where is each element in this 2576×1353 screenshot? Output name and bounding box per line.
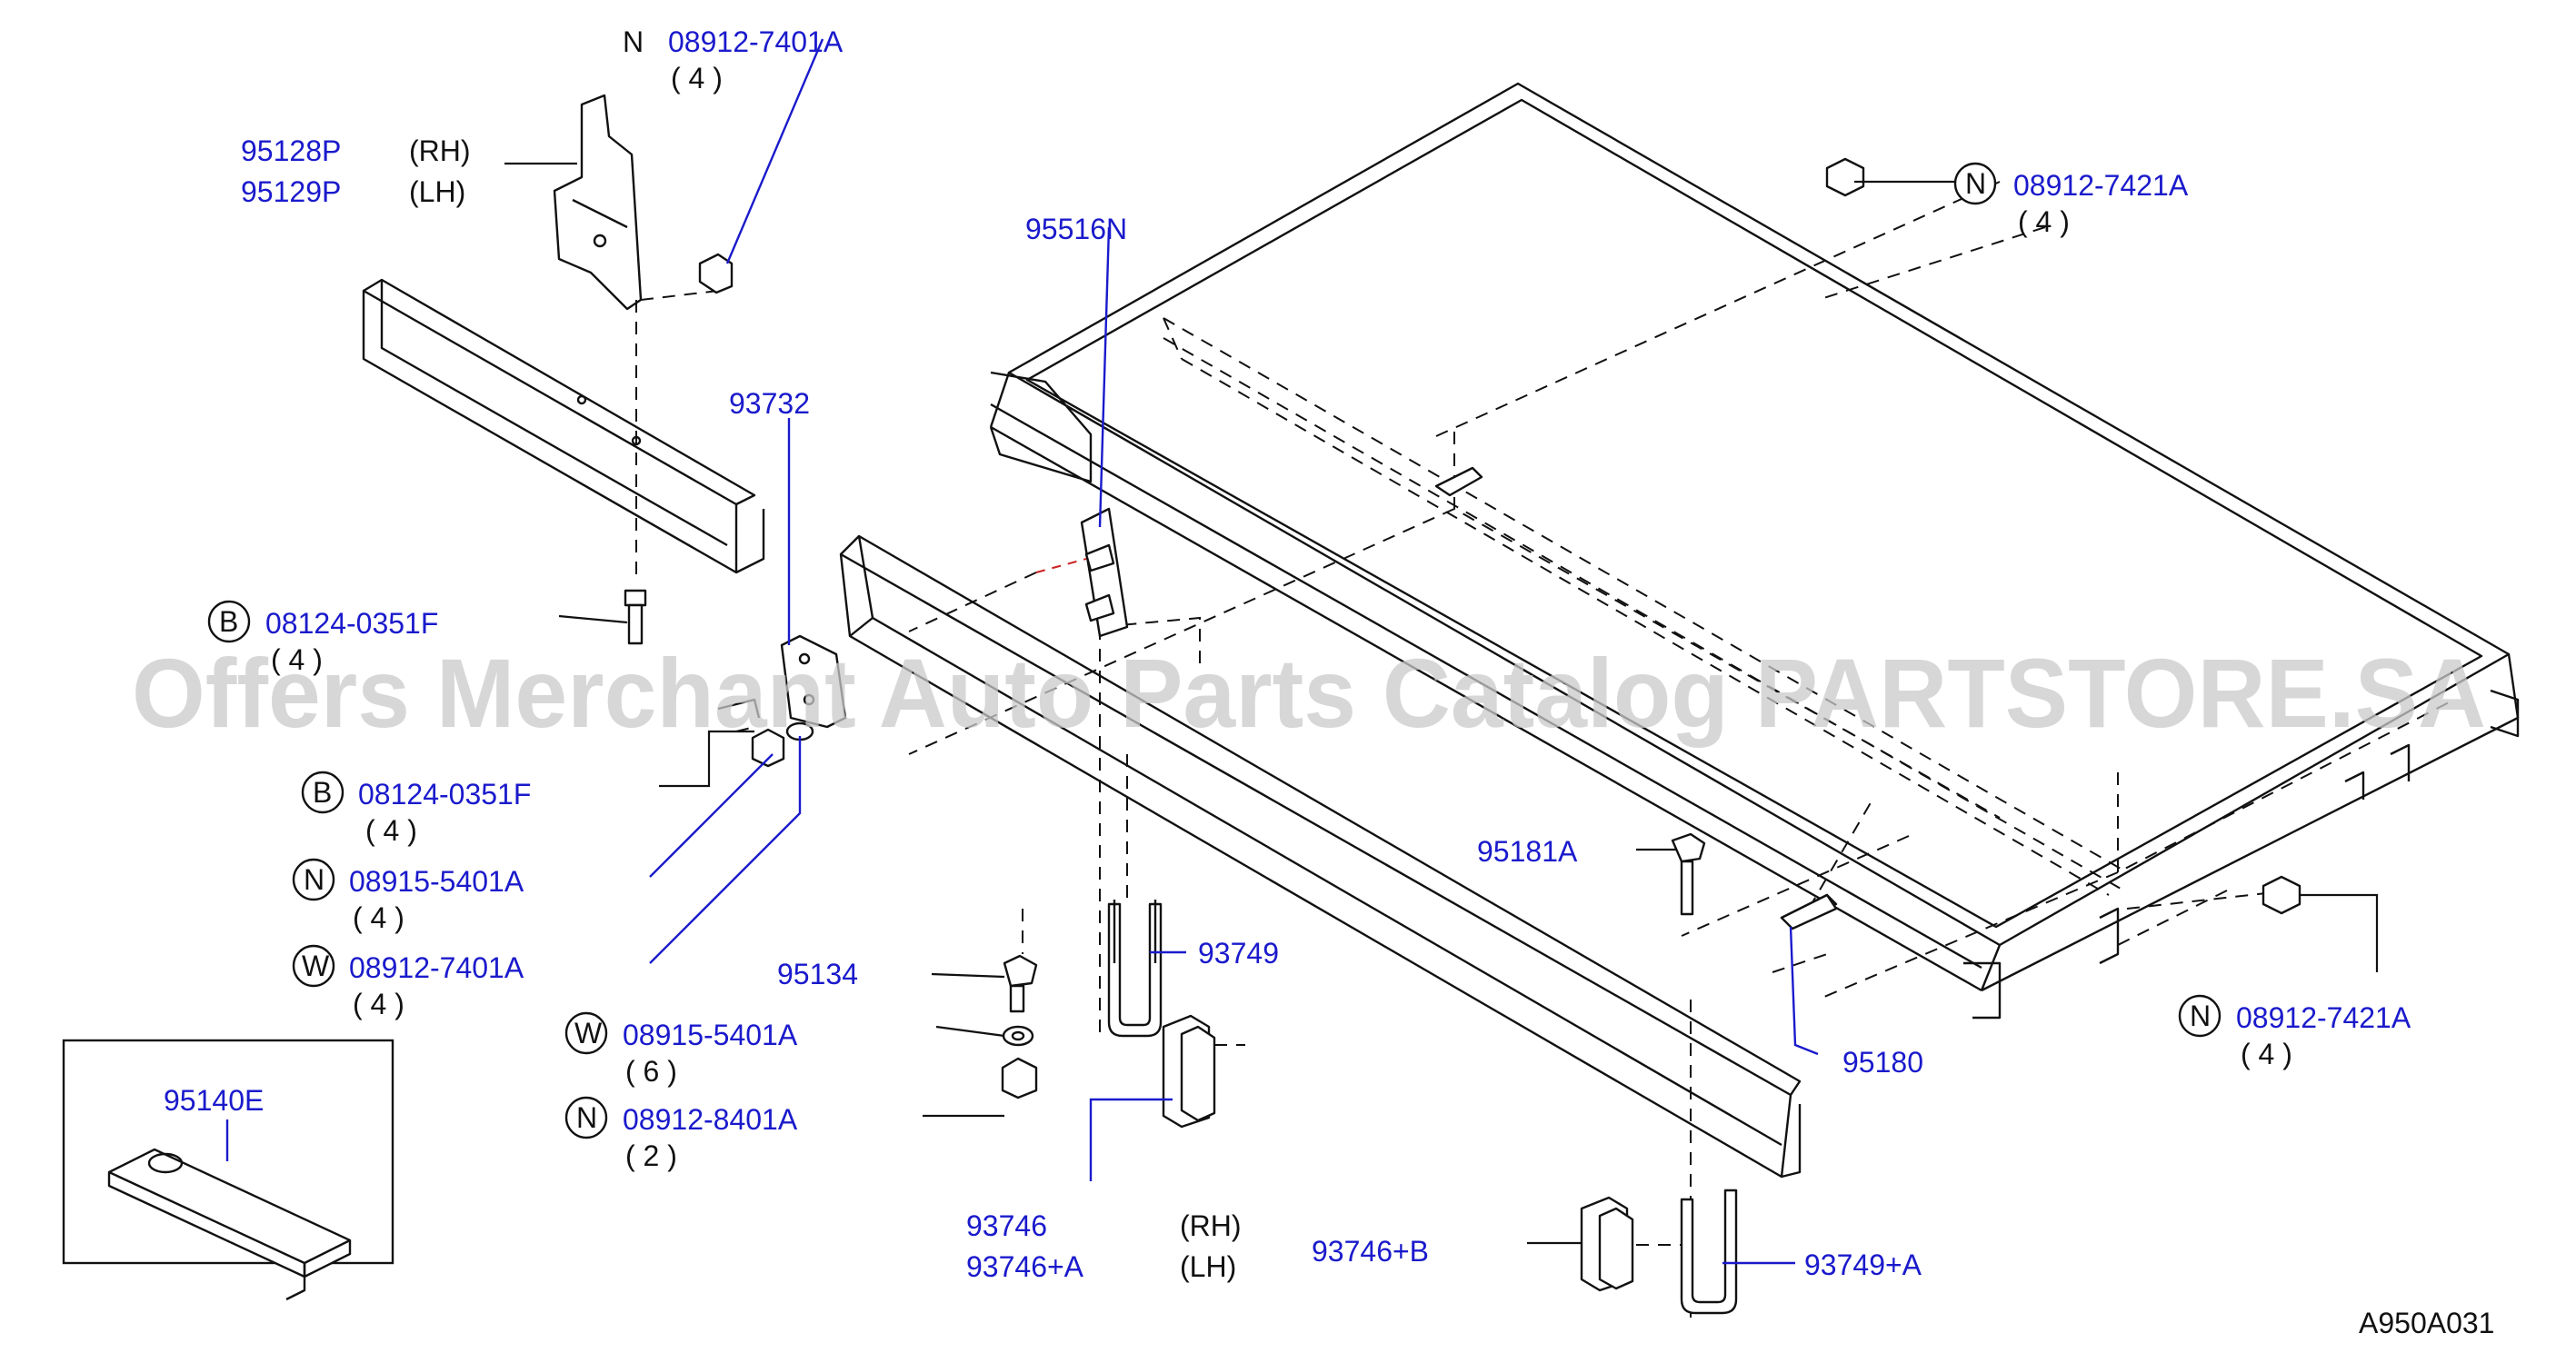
badge-c16 bbox=[2178, 994, 2222, 1038]
c1-qty: ( 4 ) bbox=[671, 62, 723, 95]
badge-c9 bbox=[292, 944, 335, 988]
bolt-95181a-drawing bbox=[1671, 832, 1706, 916]
diagram-reference: A950A031 bbox=[2359, 1307, 2494, 1339]
nut-08912-7421a-top-drawing bbox=[1825, 157, 1865, 197]
nut-08912-7421a-right-drawing bbox=[2261, 875, 2301, 915]
bolt-08124-0351f-drawing bbox=[624, 589, 647, 645]
c9-badge: W bbox=[302, 950, 330, 982]
c18-code1[interactable]: 93746 bbox=[966, 1209, 1047, 1242]
clip-93746b-drawing bbox=[1580, 1196, 1634, 1292]
c2-side2: (LH) bbox=[409, 175, 465, 208]
washer-08915-5401a-drawing bbox=[1002, 1025, 1034, 1047]
c1-code[interactable]: 08912-7401A bbox=[668, 25, 844, 58]
badge-c7 bbox=[301, 771, 344, 814]
c13-code[interactable]: 08915-5401A bbox=[623, 1019, 798, 1051]
deck-panel-drawing bbox=[908, 82, 2520, 1327]
plate-93732-drawing bbox=[624, 589, 847, 768]
c5-code[interactable]: 93732 bbox=[729, 387, 810, 420]
bracket-95516n-drawing bbox=[908, 507, 1129, 638]
watermark: Offers Merchant Auto Parts Catalog PARTS… bbox=[132, 638, 2486, 748]
c1-badge: N bbox=[623, 25, 644, 58]
c4-code[interactable]: 95516N bbox=[1025, 213, 1127, 245]
u-bolt-93749a-drawing bbox=[1636, 1189, 1738, 1315]
c16-badge: N bbox=[2190, 1000, 2211, 1032]
c8-code[interactable]: 08915-5401A bbox=[349, 865, 524, 898]
bracket-95128p-drawing bbox=[553, 94, 734, 582]
c18-side1: (RH) bbox=[1180, 1209, 1242, 1242]
bolt-95134-drawing bbox=[1003, 954, 1038, 1013]
c15-code[interactable]: 95180 bbox=[1842, 1046, 1923, 1079]
c9-code[interactable]: 08912-7401A bbox=[349, 951, 524, 984]
c7-badge: B bbox=[313, 776, 332, 809]
c3-code[interactable]: 08912-7421A bbox=[2013, 169, 2189, 202]
badge-c13 bbox=[564, 1011, 608, 1055]
nut-08912-8401a-drawing bbox=[1001, 1057, 1038, 1099]
c7-qty: ( 4 ) bbox=[365, 814, 417, 847]
front-rail-drawing bbox=[839, 534, 1802, 1179]
c6-qty: ( 4 ) bbox=[271, 643, 323, 676]
c20-code[interactable]: 93749+A bbox=[1804, 1249, 1922, 1281]
c7-code[interactable]: 08124-0351F bbox=[358, 778, 531, 811]
c2-code2[interactable]: 95129P bbox=[241, 175, 341, 208]
c19-code[interactable]: 93746+B bbox=[1312, 1235, 1429, 1268]
c18-side2: (LH) bbox=[1180, 1250, 1236, 1283]
badge-c8 bbox=[292, 858, 335, 901]
badge-c14 bbox=[564, 1096, 608, 1139]
nut-08915-5401a-drawing bbox=[751, 728, 785, 768]
c18-code2[interactable]: 93746+A bbox=[966, 1250, 1084, 1283]
leader-lines bbox=[225, 38, 2379, 1265]
c14-code[interactable]: 08912-8401A bbox=[623, 1103, 798, 1136]
c13-badge: W bbox=[574, 1017, 603, 1050]
c11-code[interactable]: 95134 bbox=[777, 958, 858, 990]
c10-code[interactable]: 95181A bbox=[1477, 835, 1578, 868]
inset-box bbox=[62, 1039, 394, 1301]
nut-08912-7401a-drawing bbox=[698, 253, 734, 294]
c12-code[interactable]: 93749 bbox=[1198, 937, 1279, 970]
u-bolt-93749-drawing bbox=[1107, 754, 1163, 1038]
c14-qty: ( 2 ) bbox=[625, 1139, 677, 1172]
c17-code[interactable]: 95140E bbox=[164, 1084, 264, 1117]
c6-code[interactable]: 08124-0351F bbox=[265, 607, 438, 640]
c8-qty: ( 4 ) bbox=[353, 901, 404, 934]
fasteners-95134-drawing bbox=[1001, 909, 1038, 1099]
c16-code[interactable]: 08912-7421A bbox=[2236, 1001, 2411, 1034]
c13-qty: ( 6 ) bbox=[625, 1055, 677, 1088]
c3-qty: ( 4 ) bbox=[2018, 205, 2070, 238]
c14-badge: N bbox=[576, 1101, 597, 1134]
c2-code1[interactable]: 95128P bbox=[241, 134, 341, 167]
clip-93746-drawing bbox=[1162, 1014, 1245, 1129]
left-rail-drawing bbox=[362, 278, 765, 574]
badge-c6 bbox=[207, 600, 251, 643]
c3-badge: N bbox=[1965, 167, 1986, 200]
c6-badge: B bbox=[219, 605, 238, 638]
c2-side1: (RH) bbox=[409, 134, 471, 167]
c16-qty: ( 4 ) bbox=[2241, 1038, 2292, 1070]
bracket-95180-drawing bbox=[1780, 893, 1838, 930]
badge-c3 bbox=[1953, 162, 1997, 205]
c9-qty: ( 4 ) bbox=[353, 988, 404, 1020]
c8-badge: N bbox=[304, 863, 324, 896]
